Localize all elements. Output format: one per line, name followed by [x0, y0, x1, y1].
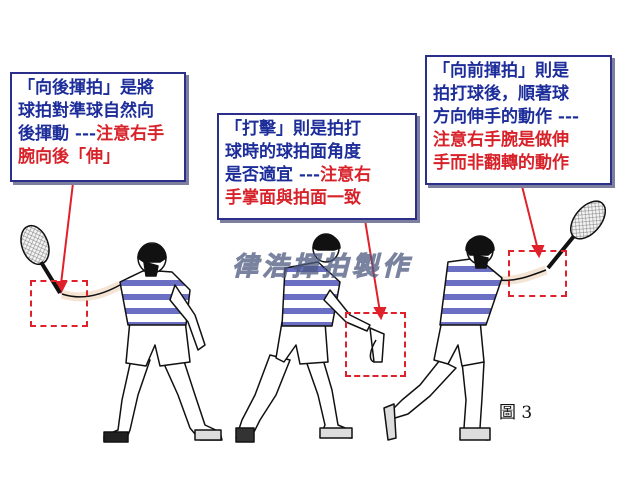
callout-text-segment: 注意右 [320, 165, 372, 185]
callout-text-segment: 後揮動 --- [18, 124, 97, 144]
callout-line: 「打擊」則是拍打 [225, 118, 409, 141]
wrist-highlight-follow-through [508, 250, 567, 297]
callout-text-segment: 是否適宜 --- [225, 165, 321, 185]
callout-follow-through: 「向前揮拍」則是拍打球後，順著球方向伸手的動作 --- 注意右手腕是做伸手而非翻轉… [425, 55, 612, 185]
callout-line: 手掌面與拍面一致 [225, 187, 409, 210]
callout-text-segment: 注意右手 [96, 124, 165, 144]
callout-hitting: 「打擊」則是拍打球時的球拍面角度是否適宜 ---注意右手掌面與拍面一致 [217, 113, 417, 220]
callout-text-segment: 「向前揮拍」則是 [433, 61, 569, 81]
callout-text-segment: 球時的球拍面角度 [225, 142, 361, 162]
callout-line: 手而非翻轉的動作 [433, 152, 604, 175]
callout-line: 拍打球後，順著球 [433, 83, 604, 106]
racket-highlight-hitting [345, 312, 406, 377]
figure-label: 圖 3 [499, 403, 533, 423]
callout-line: 「向後揮拍」是將 [18, 77, 178, 100]
callout-line: 後揮動 ---注意右手 [18, 123, 178, 146]
callout-line: 是否適宜 ---注意右 [225, 164, 409, 187]
callout-line: 方向伸手的動作 --- [433, 106, 604, 129]
player-backswing [20, 224, 223, 443]
callout-line: 「向前揮拍」則是 [433, 60, 604, 83]
callout-text-segment: 方向伸手的動作 --- [433, 107, 580, 127]
callout-text-segment: 球拍對準球自然向 [18, 101, 154, 121]
callout-line: 注意右手腕是做伸 [433, 129, 604, 152]
player-follow-through [383, 200, 607, 441]
callout-backswing: 「向後揮拍」是將球拍對準球自然向後揮動 ---注意右手腕向後「伸」 [10, 72, 186, 182]
callout-line: 球拍對準球自然向 [18, 100, 178, 123]
callout-text-segment: 腕向後「伸」 [18, 147, 120, 167]
callout-line: 球時的球拍面角度 [225, 141, 409, 164]
player-hitting [235, 233, 385, 443]
callout-text-segment: 「打擊」則是拍打 [225, 119, 361, 139]
callout-text-segment: 手掌面與拍面一致 [225, 188, 361, 208]
callout-text-segment: 「向後揮拍」是將 [18, 78, 154, 98]
wrist-highlight-backswing [30, 280, 88, 327]
callout-text-segment: 拍打球後，順著球 [433, 84, 569, 104]
callout-text-segment: 注意右手腕是做伸 [433, 130, 569, 150]
watermark-text: 律浩揮拍製作 [231, 252, 413, 283]
callout-text-segment: 手而非翻轉的動作 [433, 153, 569, 173]
callout-line: 腕向後「伸」 [18, 146, 178, 169]
